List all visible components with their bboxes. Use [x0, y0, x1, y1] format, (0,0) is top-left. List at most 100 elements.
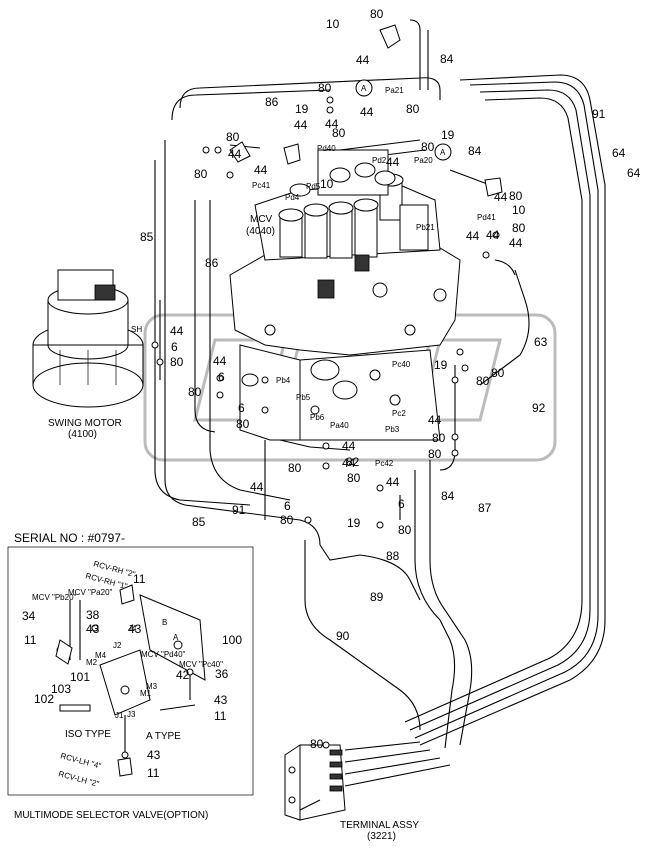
callout-number: 80 [512, 221, 526, 235]
callout-number: 44 [213, 354, 227, 368]
swing-motor-label: SWING MOTOR [48, 418, 122, 429]
port-label: Pd41 [477, 213, 496, 222]
callout-number: 42 [176, 668, 190, 682]
callout-number: 91 [232, 503, 246, 517]
inset-label: M3 [146, 682, 158, 691]
callout-number: 64 [627, 166, 641, 180]
callout-number: 6 [398, 497, 405, 511]
swing-motor [32, 269, 144, 408]
port-label: Pc42 [375, 459, 394, 468]
port-label: Pd2 [372, 156, 387, 165]
callout-number: 44 [486, 228, 500, 242]
callout-number: 6 [284, 499, 291, 513]
terminal-assy-number: (3221) [367, 831, 396, 842]
callout-number: 19 [347, 516, 361, 530]
a-type-label: A TYPE [146, 731, 181, 742]
callout-number: 80 [288, 461, 302, 475]
inset-multimode [7, 546, 254, 796]
callout-number: 36 [215, 667, 229, 681]
circle-a-right-label: A [440, 148, 446, 157]
callout-number: 88 [386, 549, 400, 563]
circle-a-markers [355, 79, 452, 161]
callout-number: 44 [342, 439, 356, 453]
callout-number: 44 [428, 413, 442, 427]
port-labels: Pa21 Pd40 Pd2 Pd5 Pc41 Pa20 Pd41 Pb21 Pb… [252, 86, 496, 468]
callout-number: 80 [509, 189, 523, 203]
callout-number: 44 [494, 190, 508, 204]
callout-number: 64 [612, 146, 626, 160]
callout-number: 90 [336, 629, 350, 643]
inset-label: J4 [128, 624, 137, 633]
callout-number: 10 [512, 203, 526, 217]
hose-lines [154, 19, 606, 749]
callout-number: 6 [238, 401, 245, 415]
callout-number: 44 [250, 480, 264, 494]
terminal-assy-label: TERMINAL ASSY [340, 820, 419, 831]
callout-number: 85 [192, 515, 206, 529]
callout-number: 44 [342, 456, 356, 470]
port-label: Pb4 [276, 376, 291, 385]
callout-number: 80 [491, 366, 505, 380]
callout-number: 44 [356, 53, 370, 67]
callout-number: 80 [236, 417, 250, 431]
inset-label: RCV-LH "4" [59, 751, 102, 771]
multimode-caption: MULTIMODE SELECTOR VALVE(OPTION) [14, 810, 208, 821]
inset-label: J3 [127, 710, 136, 719]
inset-label: J1 [115, 711, 124, 720]
callout-number: 43 [214, 693, 228, 707]
callout-number: 103 [51, 682, 71, 696]
callout-number: 44 [509, 236, 523, 250]
swing-motor-number: (4100) [68, 429, 97, 440]
callout-number: 80 [226, 130, 240, 144]
callout-number: 101 [70, 670, 90, 684]
callout-number: 44 [228, 147, 242, 161]
callout-number: 44 [294, 118, 308, 132]
inset-label: MCV "Pc40" [179, 660, 223, 669]
inset-label: RCV-LH "2" [57, 769, 100, 789]
mcv-block [229, 149, 461, 441]
inset-label: MCV "Pd40" [141, 650, 186, 659]
callout-number: 102 [34, 692, 54, 706]
serial-number: SERIAL NO : #0797- [14, 531, 125, 545]
callout-number: 80 [476, 374, 490, 388]
callout-number: 80 [370, 7, 384, 21]
inset-label: J2 [113, 641, 122, 650]
callout-number: 11 [214, 709, 227, 723]
port-label: Pd4 [285, 193, 300, 202]
inset-label: MCV "Pb20" [32, 593, 77, 602]
callout-number: 44 [466, 229, 480, 243]
callout-number: 80 [432, 431, 446, 445]
callout-number: 38 [86, 608, 100, 622]
iso-type-label: ISO TYPE [65, 729, 111, 740]
callout-number: 11 [24, 633, 37, 647]
callout-number: 6 [218, 370, 225, 384]
callout-number: 19 [441, 128, 455, 142]
port-label: Pc40 [392, 360, 411, 369]
port-label: Pb5 [296, 393, 311, 402]
port-label: Pa40 [330, 421, 349, 430]
callout-number: 43 [86, 622, 100, 636]
terminal-assy [284, 741, 451, 821]
callout-number: 80 [170, 355, 184, 369]
callout-number: 82 [346, 455, 360, 469]
callout-number: 6 [171, 340, 178, 354]
callout-number: 80 [332, 126, 346, 140]
callout-number: 44 [325, 117, 339, 131]
port-label: Pb21 [416, 223, 435, 232]
callout-number: 85 [140, 230, 154, 244]
port-label: Pa20 [414, 156, 433, 165]
port-label: Pd40 [317, 144, 336, 153]
callout-number: 84 [468, 144, 482, 158]
callout-number: 19 [295, 102, 309, 116]
callout-number: 10 [320, 177, 334, 191]
callout-number: 84 [441, 489, 455, 503]
port-label: Pc41 [252, 181, 271, 190]
callout-number: 80 [406, 102, 420, 116]
callout-number: 11 [133, 572, 146, 586]
inset-label: MCV "Pa20" [68, 588, 113, 597]
callout-number: 92 [532, 401, 546, 415]
mcv-number: (4040) [246, 226, 275, 237]
port-label: Pa21 [385, 86, 404, 95]
callout-number: 43 [128, 622, 142, 636]
